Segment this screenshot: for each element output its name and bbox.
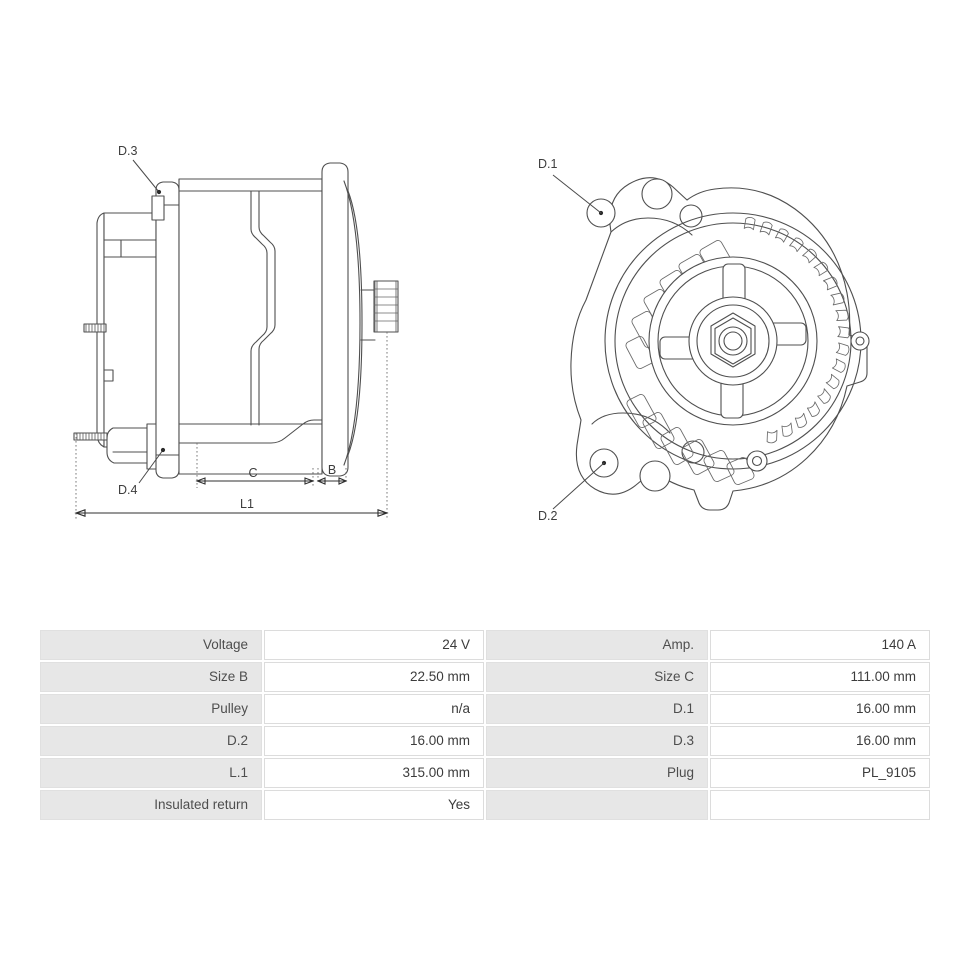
alternator-side-view: D.3 D.4 C [73, 144, 399, 520]
cooling-slots-lower [626, 394, 755, 485]
table-row: Insulated return Yes [40, 790, 930, 820]
table-row: D.2 16.00 mm D.3 16.00 mm [40, 726, 930, 756]
d3-mounting-lug [151, 195, 165, 221]
spec-key-voltage: Voltage [40, 630, 262, 660]
drive-end-cone [347, 190, 363, 456]
upper-ear-inner [610, 217, 693, 236]
spec-key-d1: D.1 [486, 694, 708, 724]
table-row: Size B 22.50 mm Size C 111.00 mm [40, 662, 930, 692]
spec-table-body: Voltage 24 V Amp. 140 A Size B 22.50 mm … [40, 630, 930, 820]
spec-value-d1: 16.00 mm [710, 694, 930, 724]
rear-flange [155, 181, 180, 479]
callout-d3-label: D.3 [118, 144, 138, 158]
upper-small-hole [679, 204, 703, 228]
rear-cover-body [103, 212, 157, 448]
stator-housing [178, 178, 323, 475]
lower-ear-inner [591, 412, 671, 434]
rear-cover-notch [103, 369, 114, 382]
dimension-b: B [316, 463, 348, 485]
drive-end-cone-outer [343, 180, 361, 466]
callout-d1-label: D.1 [538, 157, 558, 171]
spec-key-size-c: Size C [486, 662, 708, 692]
spec-table-element: Voltage 24 V Amp. 140 A Size B 22.50 mm … [38, 628, 932, 822]
spec-key-pulley: Pulley [40, 694, 262, 724]
spec-value-pulley: n/a [264, 694, 484, 724]
stator-fins [743, 217, 851, 444]
shaft-hex-nut [710, 312, 756, 368]
spec-value-voltage: 24 V [264, 630, 484, 660]
table-row: Voltage 24 V Amp. 140 A [40, 630, 930, 660]
housing-seam-b [258, 190, 276, 426]
callout-d3-point [156, 189, 162, 195]
spec-key-amp: Amp. [486, 630, 708, 660]
callout-d2: D.2 [538, 462, 605, 523]
spec-value-amp: 140 A [710, 630, 930, 660]
callout-d4-point [160, 447, 166, 453]
lower-boss-hole [639, 460, 671, 492]
spec-key-size-b: Size B [40, 662, 262, 692]
bottom-boss [746, 450, 768, 472]
dimension-l1-label: L1 [240, 497, 254, 511]
spec-value-d3: 16.00 mm [710, 726, 930, 756]
upper-boss-hole [641, 178, 673, 210]
spec-value-size-c: 111.00 mm [710, 662, 930, 692]
spec-key-plug: Plug [486, 758, 708, 788]
b-plus-stud [83, 323, 107, 333]
table-row: Pulley n/a D.1 16.00 mm [40, 694, 930, 724]
spec-key-d3: D.3 [486, 726, 708, 756]
rotor-shaft [360, 289, 376, 341]
spec-value-d2: 16.00 mm [264, 726, 484, 756]
callout-d4-label: D.4 [118, 483, 138, 497]
spec-value-size-b: 22.50 mm [264, 662, 484, 692]
spec-value-insulated-return: Yes [264, 790, 484, 820]
spec-value-empty [710, 790, 930, 820]
specification-table: Voltage 24 V Amp. 140 A Size B 22.50 mm … [38, 628, 930, 822]
shaft-hub-inner [696, 304, 770, 378]
drive-pulley-spline [373, 280, 399, 333]
tensioner-eye [850, 331, 870, 351]
dimension-c: C [195, 443, 315, 488]
callout-d1: D.1 [538, 157, 602, 214]
spec-value-plug: PL_9105 [710, 758, 930, 788]
dimension-c-label: C [248, 466, 257, 480]
housing-lower-skirt [178, 419, 323, 444]
drawing-area: D.3 D.4 C [73, 144, 870, 523]
spec-key-insulated-return: Insulated return [40, 790, 262, 820]
housing-seam-a [250, 190, 268, 426]
callout-d4: D.4 [118, 447, 166, 497]
drive-end-flange [321, 162, 349, 477]
table-row: L.1 315.00 mm Plug PL_9105 [40, 758, 930, 788]
callout-d2-label: D.2 [538, 509, 558, 523]
dimension-b-label: B [328, 463, 336, 477]
spec-key-empty [486, 790, 708, 820]
alternator-front-view: D.1 D.2 [538, 157, 870, 523]
spec-key-d2: D.2 [40, 726, 262, 756]
spec-key-l1: L.1 [40, 758, 262, 788]
dimension-l1: L1 [74, 332, 389, 520]
alternator-technical-drawing: D.3 D.4 C [73, 144, 870, 523]
callout-d3: D.3 [118, 144, 162, 195]
spec-value-l1: 315.00 mm [264, 758, 484, 788]
